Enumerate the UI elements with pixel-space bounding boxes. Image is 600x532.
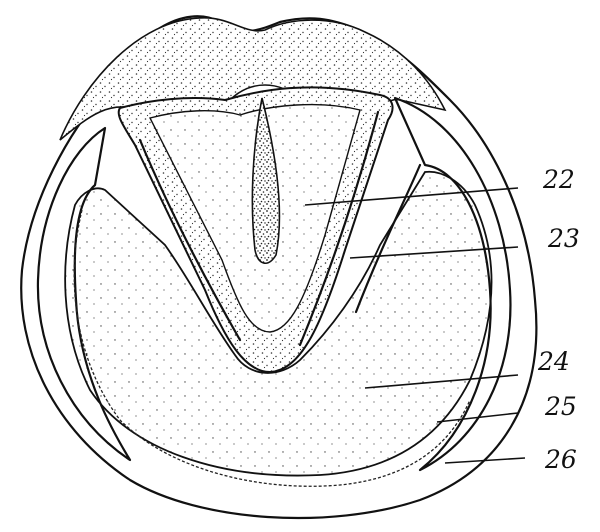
- callout-23: 23: [547, 224, 580, 253]
- callout-26: 26: [544, 445, 577, 474]
- callout-22: 22: [542, 165, 575, 194]
- callout-25: 25: [544, 392, 577, 421]
- callout-24: 24: [537, 347, 570, 376]
